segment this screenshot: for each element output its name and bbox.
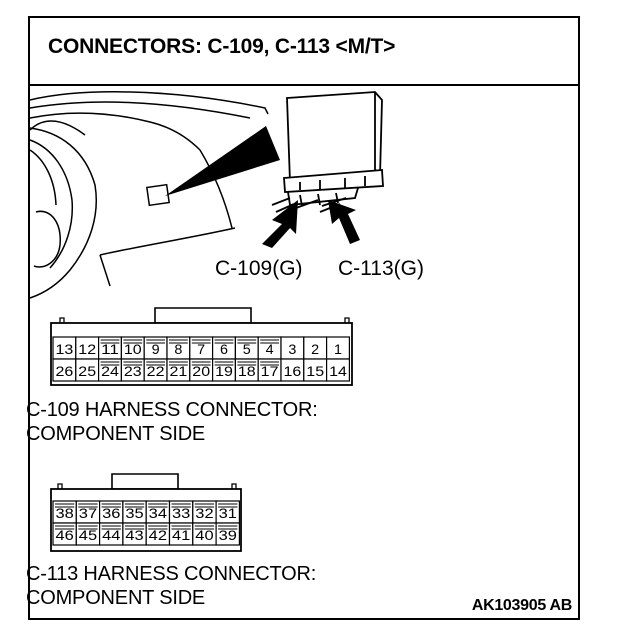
c109-pin-23: 23	[124, 363, 142, 379]
c109-pin-17: 17	[261, 363, 279, 379]
c113-pin-32: 32	[195, 505, 214, 521]
c109-pin-20: 20	[192, 363, 210, 379]
c109-pin-mark	[146, 361, 165, 366]
c113-caption-line2: COMPONENT SIDE	[26, 587, 206, 609]
c109-pin-25: 25	[78, 363, 96, 379]
c109-pin-mark	[191, 339, 211, 344]
c113-pin-36: 36	[102, 505, 121, 521]
c113-pin-39: 39	[219, 527, 238, 543]
c109-pin-mark	[260, 361, 279, 366]
c113-caption-line1: C-113 HARNESS CONNECTOR:	[26, 563, 317, 585]
c113-pin-44: 44	[102, 527, 121, 543]
c109-pin-7: 7	[197, 341, 205, 357]
c113-pin-45: 45	[79, 527, 98, 543]
c113-pin-mark	[194, 503, 215, 508]
c113-pin-37: 37	[79, 505, 98, 521]
c109-pin-5: 5	[243, 341, 251, 357]
c109-pin-mark	[123, 339, 143, 344]
c109-pin-mark	[146, 339, 165, 344]
diagram-frame: CONNECTORS: C-109, C-113 <M/T> AK103905 …	[28, 16, 580, 620]
c109-pin-19: 19	[215, 363, 233, 379]
c109-pin-26: 26	[56, 363, 74, 379]
c109-pin-2: 2	[311, 341, 319, 357]
c109-pin-24: 24	[101, 363, 119, 379]
zoom-wedge	[165, 126, 280, 196]
c109-pin-mark	[214, 339, 234, 344]
c113-pin-mark	[101, 503, 121, 508]
c113-pin-mark	[78, 503, 98, 508]
c109-caption-line1: C-109 HARNESS CONNECTOR:	[26, 399, 318, 421]
c109-pin-9: 9	[152, 341, 160, 357]
c109-pin-8: 8	[174, 341, 182, 357]
c109-pin-mark	[260, 339, 279, 344]
figure-reference: AK103905 AB	[471, 597, 572, 614]
c113-pin-41: 41	[172, 527, 191, 543]
c113-pin-mark	[171, 503, 191, 508]
c113-pin-cell	[215, 522, 241, 546]
c113-pin-43: 43	[125, 527, 144, 543]
c109-pin-11: 11	[101, 341, 119, 357]
c109-pin-12: 12	[78, 341, 96, 357]
c113-pin-34: 34	[149, 505, 168, 521]
c109-pin-14: 14	[329, 363, 347, 379]
c109-pin-10: 10	[124, 341, 142, 357]
dashboard-illustration	[29, 91, 269, 299]
c113-pin-40: 40	[195, 527, 214, 543]
c113-pin-33: 33	[172, 505, 191, 521]
arrow-c109	[262, 200, 298, 248]
diagram-title: CONNECTORS: C-109, C-113 <M/T>	[48, 35, 396, 58]
c113-pin-mark	[218, 503, 238, 508]
c109-pin-cell	[326, 358, 351, 382]
c113-pin-mark	[55, 525, 75, 530]
c109-pin-4: 4	[266, 341, 274, 357]
control-unit	[271, 91, 384, 213]
c109-pin-15: 15	[306, 363, 324, 379]
c109-pin-13: 13	[56, 341, 74, 357]
c109-pin-mark	[237, 361, 257, 366]
arrow-c113	[328, 200, 360, 244]
c109-pin-mark	[191, 361, 211, 366]
c109-pin-mark	[214, 361, 234, 366]
c113-pin-mark	[124, 525, 145, 530]
title-band: CONNECTORS: C-109, C-113 <M/T>	[30, 18, 578, 86]
c113-pin-mark	[171, 525, 191, 530]
c109-pin-18: 18	[238, 363, 256, 379]
c109-pin-3: 3	[288, 341, 296, 357]
c109-pin-mark	[100, 361, 120, 366]
c109-pin-1: 1	[334, 341, 342, 357]
c109-pin-21: 21	[170, 363, 188, 379]
c113-pin-35: 35	[125, 505, 144, 521]
c109-pin-mark	[100, 339, 120, 344]
callout-c113: C-113(G)	[338, 257, 424, 280]
c109-pin-mark	[169, 361, 188, 366]
c109-pin-6: 6	[220, 341, 228, 357]
c113-pin-mark	[55, 503, 75, 508]
c109-pin-mark	[169, 339, 188, 344]
c109-pin-16: 16	[284, 363, 302, 379]
c109-caption-line2: COMPONENT SIDE	[26, 423, 206, 445]
c113-pin-46: 46	[56, 527, 75, 543]
c113-pin-mark	[101, 525, 121, 530]
c109-pin-mark	[123, 361, 143, 366]
c109-pin-22: 22	[147, 363, 165, 379]
c113-pin-mark	[124, 503, 145, 508]
c113-pin-38: 38	[56, 505, 75, 521]
c113-pin-42: 42	[149, 527, 168, 543]
c109-pin-mark	[237, 339, 257, 344]
c113-pin-mark	[218, 525, 238, 530]
c113-pin-mark	[194, 525, 215, 530]
callout-c109: C-109(G)	[215, 257, 303, 280]
c113-pin-31: 31	[219, 505, 238, 521]
c113-pin-mark	[148, 503, 168, 508]
c113-pin-mark	[148, 525, 168, 530]
c113-pin-mark	[78, 525, 98, 530]
